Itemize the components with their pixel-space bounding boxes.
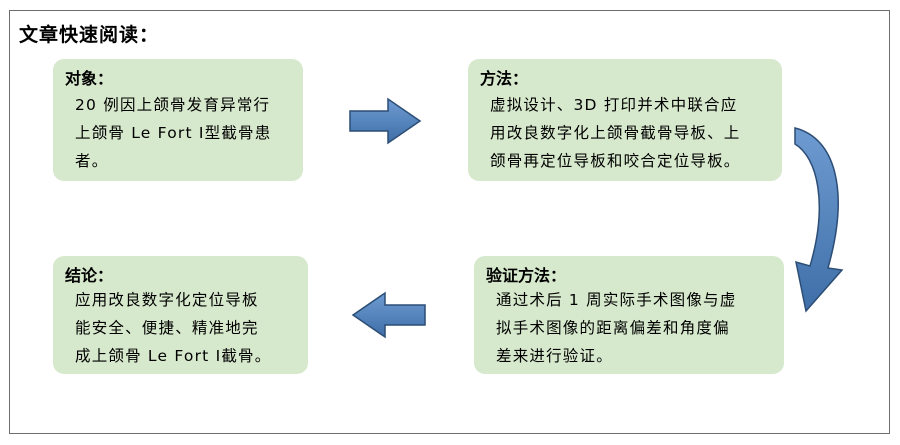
conclusion-text: 应用改良数字化定位导板 能安全、便捷、精准地完 成上颌骨 Le Fort Ⅰ截骨… [75, 286, 307, 370]
method-line: 虚拟设计、3D 打印并术中联合应 [490, 96, 738, 114]
subject-box: 对象： 20 例因上颌骨发育异常行 上颌骨 Le Fort Ⅰ型截骨患 者。 [53, 59, 303, 181]
subject-line: 20 例因上颌骨发育异常行 [75, 96, 271, 114]
conclusion-line: 应用改良数字化定位导板 [75, 291, 259, 309]
conclusion-line: 能安全、便捷、精准地完 [75, 319, 259, 337]
subject-line: 上颌骨 Le Fort Ⅰ型截骨患 [75, 124, 272, 142]
verification-label: 验证方法： [486, 266, 567, 285]
subject-label: 对象： [65, 69, 114, 88]
subject-line: 者。 [75, 152, 109, 170]
method-box: 方法： 虚拟设计、3D 打印并术中联合应 用改良数字化上颌骨截骨导板、上 颌骨再… [468, 59, 782, 181]
verification-line: 差来进行验证。 [496, 347, 613, 365]
verification-box: 验证方法： 通过术后 1 周实际手术图像与虚 拟手术图像的距离偏差和角度偏 差来… [474, 256, 784, 374]
method-label: 方法： [480, 69, 529, 88]
arrow-right-icon [349, 97, 422, 145]
content-frame [9, 10, 890, 434]
conclusion-box: 结论： 应用改良数字化定位导板 能安全、便捷、精准地完 成上颌骨 Le Fort… [53, 256, 308, 374]
verification-text: 通过术后 1 周实际手术图像与虚 拟手术图像的距离偏差和角度偏 差来进行验证。 [496, 286, 782, 370]
arrow-left-icon [351, 291, 426, 339]
conclusion-line: 成上颌骨 Le Fort Ⅰ截骨。 [75, 347, 272, 365]
page-title: 文章快速阅读： [19, 24, 160, 46]
conclusion-label: 结论： [65, 266, 114, 285]
verification-line: 拟手术图像的距离偏差和角度偏 [496, 319, 730, 337]
method-text: 虚拟设计、3D 打印并术中联合应 用改良数字化上颌骨截骨导板、上 颌骨再定位导板… [490, 91, 780, 175]
method-line: 用改良数字化上颌骨截骨导板、上 [490, 124, 741, 142]
method-line: 颌骨再定位导板和咬合定位导板。 [490, 152, 741, 170]
subject-text: 20 例因上颌骨发育异常行 上颌骨 Le Fort Ⅰ型截骨患 者。 [75, 91, 303, 175]
verification-line: 通过术后 1 周实际手术图像与虚 [496, 291, 737, 309]
curved-arrow-down-icon [794, 127, 844, 313]
